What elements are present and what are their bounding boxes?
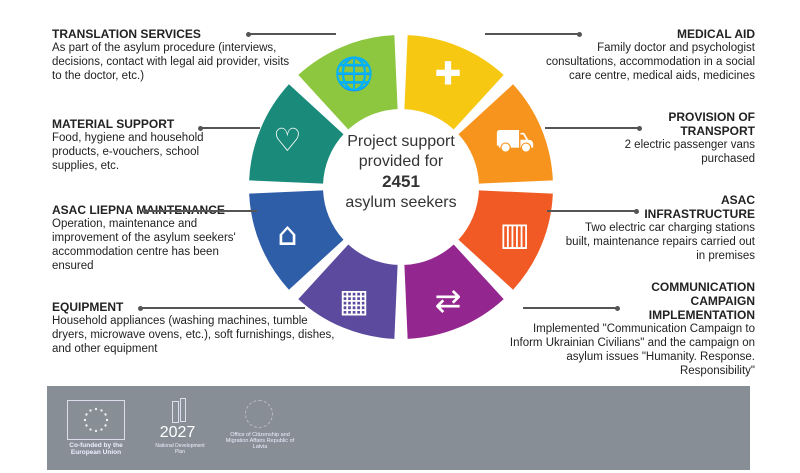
ring-segment [458, 84, 553, 184]
ring-segment [458, 190, 553, 290]
spacer [48, 300, 303, 302]
center-line1: Project support [347, 133, 455, 150]
text: Two electric car charging stations built… [565, 222, 755, 262]
latvia-coat-of-arms-icon [245, 400, 273, 428]
connector [198, 125, 260, 131]
globe-chat-icon: 🌐 [334, 54, 374, 92]
asylum-seeker-count: 2451 [382, 172, 420, 191]
text: 2 electric passenger vans purchased [624, 139, 755, 165]
ndp-year: 2027 [159, 424, 196, 441]
ndp-logo-bar [180, 398, 186, 422]
support-ring: ✚ ⛟ ▥ ⇄ ▦ ⌂ ♡ 🌐 [249, 35, 553, 339]
footer-logos: Co-funded by the European Union 2027 Nat… [47, 386, 750, 470]
people-exchange-icon: ⇄ [435, 282, 462, 320]
title: TRANSLATION SERVICES [52, 27, 201, 41]
connector [143, 208, 257, 214]
ring-segment [404, 244, 504, 339]
house-repair-icon: ⌂ [277, 215, 297, 253]
connector [547, 208, 639, 214]
text: As part of the asylum procedure (intervi… [52, 42, 290, 82]
title: ASAC LIEPNA MAINTENANCE [52, 203, 225, 217]
buildings-gear-icon: ▥ [500, 215, 530, 253]
ring-segment [249, 84, 344, 184]
text: Household appliances (washing machines, … [52, 315, 335, 355]
delivery-van-icon: ⛟ [495, 121, 535, 159]
title: EQUIPMENT [52, 300, 124, 314]
text: Implemented "Communication Campaign to I… [509, 323, 755, 377]
text: Family doctor and psychologist consultat… [545, 42, 755, 82]
ring-segment [298, 35, 398, 130]
ndp-label: National Development Plan [155, 443, 205, 455]
warehouse-icon: ▦ [339, 282, 369, 320]
ring-segment [404, 35, 504, 130]
medical-cross-icon: ✚ [435, 54, 462, 92]
text: Food, hygiene and household products, e-… [52, 132, 204, 172]
title: MATERIAL SUPPORT [52, 117, 175, 131]
ocma-label: Office of Citizenship and Migration Affa… [225, 432, 295, 450]
connector [138, 305, 305, 311]
connector [246, 31, 336, 37]
ring-segment [298, 244, 398, 339]
title: MEDICAL AID [677, 27, 755, 41]
hand-heart-icon: ♡ [273, 121, 302, 159]
eu-flag-icon [67, 400, 125, 440]
center-line2: provided for [358, 153, 444, 170]
connector [523, 305, 620, 311]
center-line3: asylum seekers [345, 194, 457, 211]
title: COMMUNICATION CAMPAIGN IMPLEMENTATION [648, 280, 755, 322]
ndp-logo-icon [172, 401, 179, 423]
text: Operation, maintenance and improvement o… [52, 218, 236, 272]
center-label: Project support provided for 2451 asylum… [330, 132, 472, 213]
ring-segment [249, 190, 344, 290]
title: PROVISION OF TRANSPORT [668, 110, 755, 138]
title: ASAC INFRASTRUCTURE [644, 193, 755, 221]
connector [545, 125, 642, 131]
connector [485, 31, 582, 37]
eu-label: Co-funded by the European Union [69, 442, 123, 456]
